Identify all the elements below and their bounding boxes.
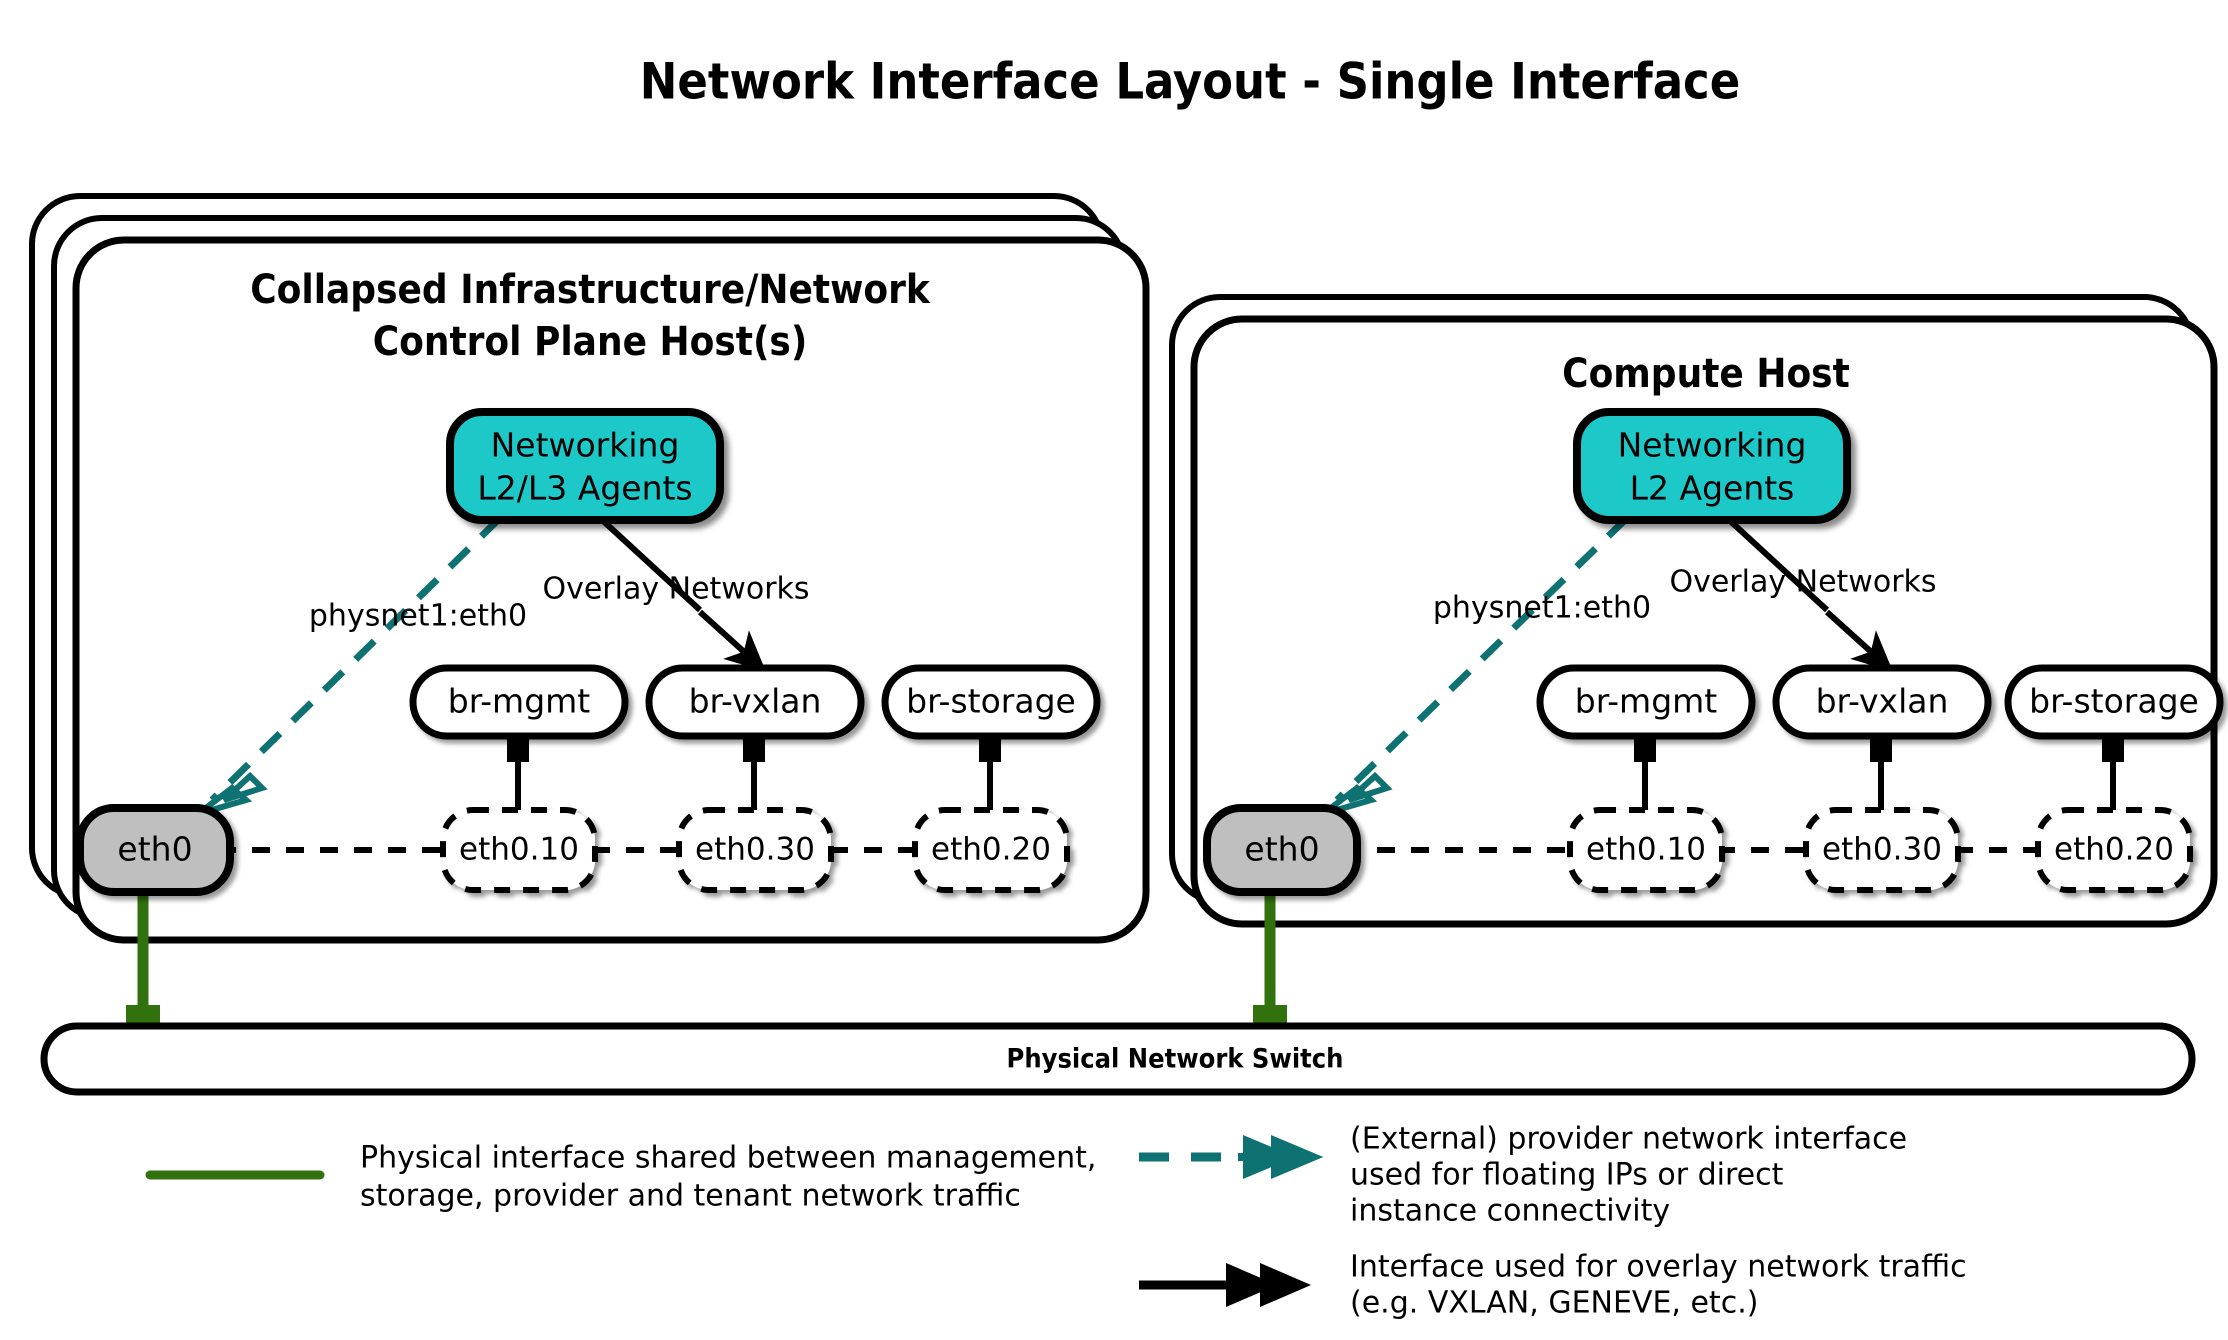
compute-networking-agents-line1: Networking: [1618, 426, 1807, 465]
vlan-label-eth0-20: eth0.20: [931, 832, 1051, 868]
provider-network-link: [209, 515, 503, 803]
vlan-label-eth0-30: eth0.30: [695, 832, 815, 868]
compute-bridge-label-br-vxlan: br-vxlan: [1816, 682, 1949, 721]
legend-physical-interface-line1: Physical interface shared between manage…: [360, 1141, 1096, 1176]
overlay-network-link: [597, 515, 703, 613]
host-title-line2: Control Plane Host(s): [373, 319, 808, 365]
overlay-network-label: Overlay Networks: [542, 572, 809, 607]
compute-bridge-box-br-mgmt[interactable]: [1536, 664, 1756, 740]
compute-vlan-label-eth0-20: eth0.20: [2054, 832, 2174, 868]
host-card-control-plane[interactable]: [72, 236, 1150, 944]
compute-nic-box-eth0[interactable]: [1203, 804, 1361, 896]
compute-vlan-box-eth0-10[interactable]: [1567, 807, 1725, 893]
bridge-label-br-storage: br-storage: [906, 682, 1076, 721]
physical-network-switch-label: Physical Network Switch: [1007, 1044, 1344, 1075]
legend-overlay-interface-arrowhead: [1226, 1262, 1312, 1308]
host-title-line1: Collapsed Infrastructure/Network: [250, 267, 931, 313]
vlan-label-eth0-10: eth0.10: [459, 832, 579, 868]
overlay-network-link-arrow: [697, 609, 766, 672]
legend-provider-interface-arrowhead: [1238, 1134, 1324, 1180]
page-title: Network Interface Layout - Single Interf…: [640, 53, 1740, 111]
networking-agents-line2: L2/L3 Agents: [477, 469, 692, 508]
compute-host-title: Compute Host: [1562, 351, 1850, 397]
networking-agents-line1: Networking: [491, 426, 680, 465]
compute-provider-network-arrowhead: [1321, 771, 1393, 817]
control-plane-host-group: Collapsed Infrastructure/Network Control…: [29, 193, 1150, 1037]
bridge-label-br-vxlan: br-vxlan: [689, 682, 822, 721]
compute-bridge-box-br-storage[interactable]: [2004, 664, 2224, 740]
compute-networking-agents-box[interactable]: [1573, 408, 1851, 524]
nic-box-eth0[interactable]: [76, 804, 234, 896]
networking-agents-box[interactable]: [446, 408, 724, 524]
provider-network-label: physnet1:eth0: [309, 599, 527, 634]
bridge-label-br-mgmt: br-mgmt: [448, 682, 591, 721]
legend-physical-interface-line2: storage, provider and tenant network tra…: [360, 1179, 1021, 1214]
compute-vlan-box-eth0-20[interactable]: [2035, 807, 2193, 893]
bridge-box-br-storage[interactable]: [881, 664, 1101, 740]
compute-vlan-box-eth0-30[interactable]: [1803, 807, 1961, 893]
legend-provider-interface-line1: (External) provider network interface: [1350, 1122, 1907, 1157]
compute-networking-agents-line2: L2 Agents: [1630, 469, 1795, 508]
compute-overlay-network-link-arrow: [1824, 609, 1893, 672]
compute-overlay-network-label: Overlay Networks: [1669, 565, 1936, 600]
legend-provider-interface-line3: instance connectivity: [1350, 1194, 1670, 1229]
bridge-box-br-mgmt[interactable]: [409, 664, 629, 740]
vlan-box-eth0-30[interactable]: [676, 807, 834, 893]
legend-provider-interface-line2: used for floating IPs or direct: [1350, 1158, 1784, 1193]
compute-vlan-label-eth0-30: eth0.30: [1822, 832, 1942, 868]
host-card-compute[interactable]: [1190, 315, 2218, 928]
legend: Physical interface shared between manage…: [145, 1122, 1967, 1321]
compute-vlan-label-eth0-10: eth0.10: [1586, 832, 1706, 868]
compute-provider-network-link: [1334, 515, 1630, 803]
compute-nic-label-eth0: eth0: [1244, 830, 1319, 869]
bridge-box-br-vxlan[interactable]: [645, 664, 865, 740]
vlan-box-eth0-20[interactable]: [912, 807, 1070, 893]
compute-bridge-box-br-vxlan[interactable]: [1772, 664, 1992, 740]
physical-network-switch[interactable]: [40, 1022, 2196, 1096]
compute-host-group: Compute Host physnet1:eth0 Overlay Netwo…: [1169, 294, 2224, 1037]
compute-overlay-network-link: [1724, 515, 1830, 613]
provider-network-arrowhead: [196, 771, 268, 817]
nic-label-eth0: eth0: [117, 830, 192, 869]
legend-overlay-interface-line2: (e.g. VXLAN, GENEVE, etc.): [1350, 1286, 1758, 1321]
compute-bridge-label-br-mgmt: br-mgmt: [1575, 682, 1718, 721]
compute-bridge-label-br-storage: br-storage: [2029, 682, 2199, 721]
legend-overlay-interface-line1: Interface used for overlay network traff…: [1350, 1250, 1967, 1285]
vlan-box-eth0-10[interactable]: [440, 807, 598, 893]
compute-provider-network-label: physnet1:eth0: [1433, 591, 1651, 626]
